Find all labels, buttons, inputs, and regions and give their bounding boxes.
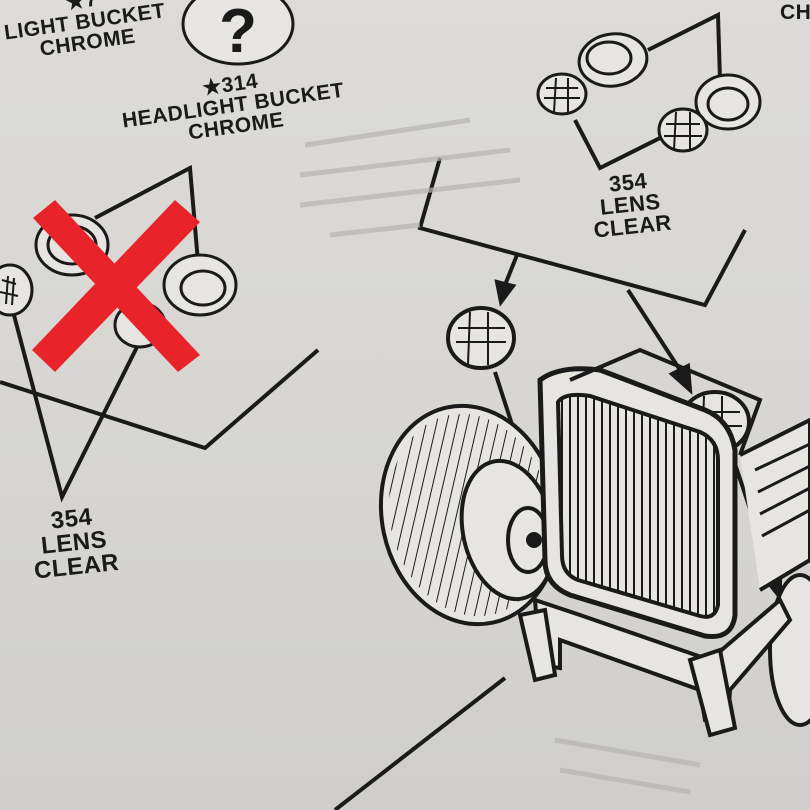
- callout-pointer-line: [333, 676, 507, 810]
- radiator-grille: [537, 366, 738, 640]
- right-headlight-bucket-2: [694, 73, 762, 131]
- right-lens-2: [657, 107, 709, 153]
- left-lens-1: [0, 263, 34, 317]
- right-lens-1: [536, 72, 588, 116]
- front-axle: [517, 596, 793, 738]
- car-lens-left: [446, 306, 516, 370]
- question-mark-icon: ?: [181, 0, 295, 66]
- question-mark-glyph: ?: [219, 0, 257, 66]
- red-x-mark: [32, 200, 200, 372]
- left-headlight-bucket-2: [162, 253, 238, 317]
- right-headlight-bucket-1: [577, 32, 649, 88]
- lens-clear-label-right: 354 LENS CLEAR: [588, 168, 672, 243]
- left-callout-lines: [0, 164, 320, 503]
- top-right-clipped-label: CH: [780, 1, 810, 24]
- bleed-through-text: [299, 117, 701, 795]
- front-wheel: [378, 403, 562, 627]
- hood-side: [569, 347, 810, 592]
- lens-clear-label-left: 354 LENS CLEAR: [28, 503, 121, 584]
- right-wheel: [768, 573, 810, 727]
- right-callout-lines: [417, 11, 747, 308]
